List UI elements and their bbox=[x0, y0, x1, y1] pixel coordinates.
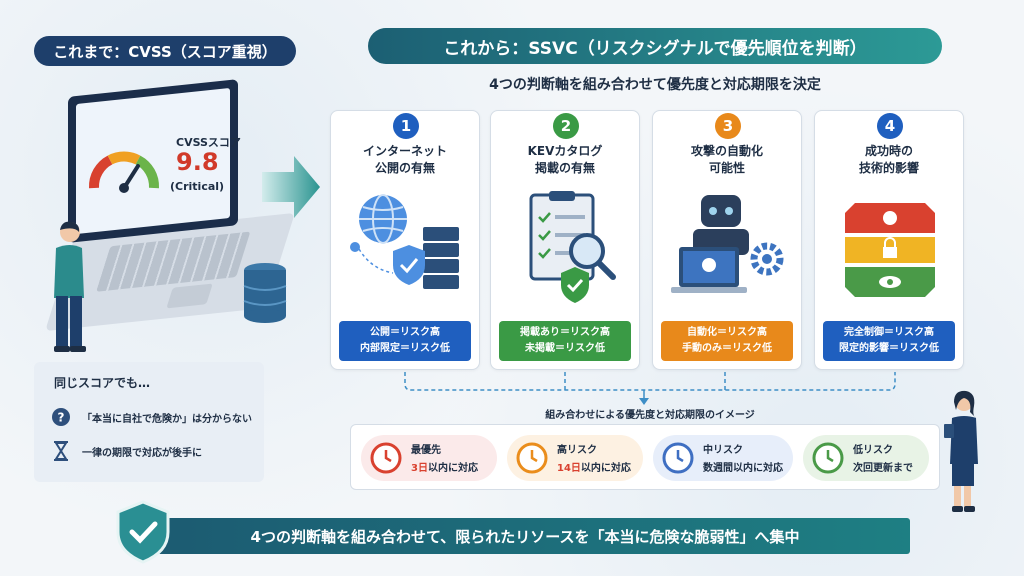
axis-risk-tag: 公開＝リスク高 内部限定＝リスク低 bbox=[339, 321, 471, 361]
clipboard-magnifier-icon bbox=[529, 191, 616, 303]
issue-row-unknown-risk: ? 「本当に自社で危険か」は分からない bbox=[50, 406, 252, 428]
same-score-title: 同じスコアでも… bbox=[54, 376, 151, 390]
clock-icon bbox=[812, 442, 844, 474]
priority-deadline-suffix: 数週間以内に対応 bbox=[703, 462, 783, 474]
clock-icon bbox=[516, 442, 548, 474]
axis-risk-tag: 完全制御＝リスク高 限定的影響＝リスク低 bbox=[823, 321, 955, 361]
person-tablet-icon bbox=[944, 390, 978, 512]
keyboard bbox=[96, 231, 251, 292]
new-approach-pill: これから：SSVC（リスクシグナルで優先順位を判断） bbox=[368, 28, 942, 64]
issue-text-uniform-deadline: 一律の期限で対応が後手に bbox=[82, 447, 202, 459]
priority-deadline-suffix: 次回更新まで bbox=[853, 462, 913, 474]
cvss-severity: (Critical) bbox=[170, 180, 225, 193]
axis-title: KEVカタログ 掲載の有無 bbox=[527, 144, 603, 175]
question-icon: ? bbox=[50, 406, 72, 428]
clock-icon bbox=[370, 442, 402, 474]
hourglass-icon bbox=[50, 440, 72, 462]
cvss-score-value: 9.8 bbox=[176, 148, 219, 176]
database-icon bbox=[243, 263, 287, 323]
priority-label: 高リスク bbox=[557, 444, 597, 456]
gauge-icon bbox=[88, 151, 160, 193]
axis-number: 3 bbox=[715, 113, 741, 139]
connector-lines bbox=[404, 372, 896, 405]
axis-title: 成功時の 技術的影響 bbox=[858, 144, 919, 175]
legacy-approach-pill: これまで：CVSS（スコア重視） bbox=[34, 36, 296, 66]
priority-label: 低リスク bbox=[853, 444, 893, 456]
summary-bar: 4つの判断軸を組み合わせて、限られたリソースを「本当に危険な脆弱性」へ集中 bbox=[140, 518, 910, 554]
transition-arrow-icon bbox=[262, 156, 320, 218]
layered-impact-icon bbox=[845, 203, 935, 297]
trackpad bbox=[166, 283, 213, 309]
axis-card-automation: 3 攻撃の自動化 可能性 自動化＝リスク高 手動のみ＝リスク低 bbox=[652, 110, 802, 370]
priority-high: 高リスク 14日以内に対応 bbox=[507, 435, 643, 481]
svg-text:?: ? bbox=[58, 411, 65, 425]
axis-card-internet-exposure: 1 インターネット 公開の有無 公開＝リスク高 内部限定＝リスク低 bbox=[330, 110, 480, 370]
priority-low: 低リスク 次回更新まで bbox=[803, 435, 929, 481]
priority-label: 中リスク bbox=[703, 444, 743, 456]
priority-label: 最優先 bbox=[411, 444, 441, 456]
axis-number: 4 bbox=[877, 113, 903, 139]
axis-card-kev-catalog: 2 KEVカタログ 掲載の有無 掲載あり＝リスク高 未掲載＝リスク低 bbox=[490, 110, 640, 370]
priority-deadline-suffix: 以内に対応 bbox=[580, 462, 631, 474]
axis-risk-tag: 自動化＝リスク高 手動のみ＝リスク低 bbox=[661, 321, 793, 361]
issue-text-unknown-risk: 「本当に自社で危険か」は分からない bbox=[82, 413, 252, 425]
axis-number: 1 bbox=[393, 113, 419, 139]
person-thinking-icon bbox=[54, 221, 86, 352]
priority-deadline-highlight: 14日 bbox=[557, 462, 581, 474]
axis-title: インターネット 公開の有無 bbox=[362, 144, 447, 175]
axis-title: 攻撃の自動化 可能性 bbox=[690, 144, 763, 175]
priority-deadline-suffix: 以内に対応 bbox=[427, 462, 478, 474]
priority-levels-box: 最優先 3日以内に対応 高リスク 14日以内に対応 中リスク 数週間以内に対応 … bbox=[350, 424, 940, 490]
cvss-score-label: CVSSスコア bbox=[176, 136, 241, 149]
issue-row-uniform-deadline: 一律の期限で対応が後手に bbox=[50, 440, 202, 462]
axis-card-technical-impact: 4 成功時の 技術的影響 完全制御＝リスク高 限定的影響＝リスク低 bbox=[814, 110, 964, 370]
robot-laptop-icon bbox=[671, 195, 784, 293]
axis-number: 2 bbox=[553, 113, 579, 139]
same-score-issues-box: 同じスコアでも… ? 「本当に自社で危険か」は分からない 一律の期限で対応が後手… bbox=[34, 362, 264, 482]
priority-deadline-highlight: 3日 bbox=[411, 462, 428, 474]
globe-server-icon bbox=[350, 194, 459, 289]
combination-title: 組み合わせによる優先度と対応期限のイメージ bbox=[545, 410, 755, 421]
shield-check-icon bbox=[116, 500, 170, 564]
clock-icon bbox=[662, 442, 694, 474]
axis-risk-tag: 掲載あり＝リスク高 未掲載＝リスク低 bbox=[499, 321, 631, 361]
priority-critical: 最優先 3日以内に対応 bbox=[361, 435, 497, 481]
priority-medium: 中リスク 数週間以内に対応 bbox=[653, 435, 793, 481]
subtitle: 4つの判断軸を組み合わせて優先度と対応期限を決定 bbox=[489, 77, 821, 93]
